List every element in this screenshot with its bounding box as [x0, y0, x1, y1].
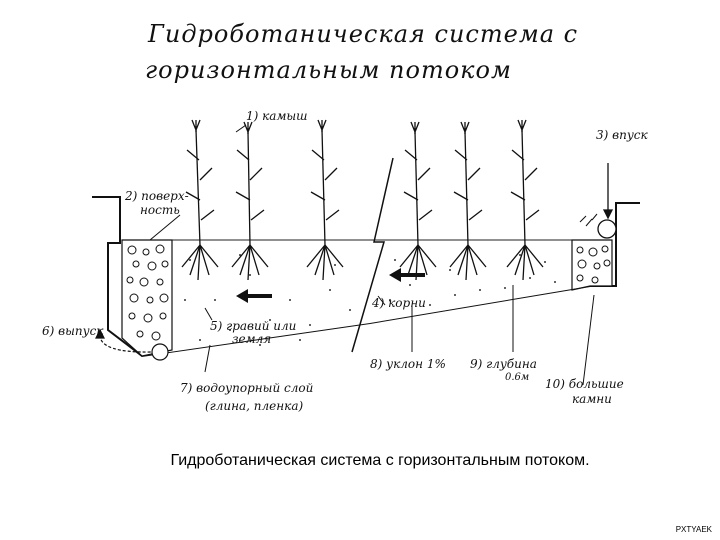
- flow-arrow-right: [389, 268, 425, 282]
- label-depth-1: 9) глубина: [470, 357, 537, 371]
- watermark-text: PXTYAEK: [675, 525, 712, 534]
- title-line-1: Гидроботаническая система с: [147, 20, 578, 48]
- large-stones-right: [576, 245, 611, 284]
- label-gravel-2: земля: [232, 332, 271, 346]
- label-slope: 8) уклон 1%: [370, 357, 446, 371]
- label-reed: 1) камыш: [246, 109, 308, 123]
- flow-arrow-left: [236, 289, 272, 303]
- label-depth-2: 0.6м: [505, 372, 529, 383]
- large-stones-left: [126, 244, 169, 341]
- label-inlet: 3) впуск: [596, 128, 649, 142]
- label-roots: 4) корни: [371, 296, 426, 310]
- label-surface-1: 2) поверх-: [124, 189, 189, 203]
- break-mark: [351, 157, 394, 353]
- title-line-2: горизонтальным потоком: [145, 56, 512, 84]
- label-outlet: 6) выпуск: [42, 324, 104, 338]
- gravel-dots: [184, 254, 556, 346]
- leader-lines: [149, 124, 595, 386]
- inlet-pipe: [579, 163, 617, 239]
- label-stones-1: 10) большие: [545, 377, 624, 391]
- reed-plants: [181, 119, 544, 281]
- label-stones-2: камни: [572, 392, 612, 406]
- figure-caption: Гидроботаническая система с горизонтальн…: [170, 452, 590, 469]
- label-liner-2: (глина, пленка): [205, 399, 303, 413]
- label-liner-1: 7) водоупорный слой: [180, 381, 313, 395]
- label-gravel-1: 5) гравий или: [210, 319, 296, 333]
- label-surface-2: ность: [140, 203, 180, 217]
- outlet-pipe: [95, 328, 169, 361]
- inlet-stone-zone: [571, 239, 613, 291]
